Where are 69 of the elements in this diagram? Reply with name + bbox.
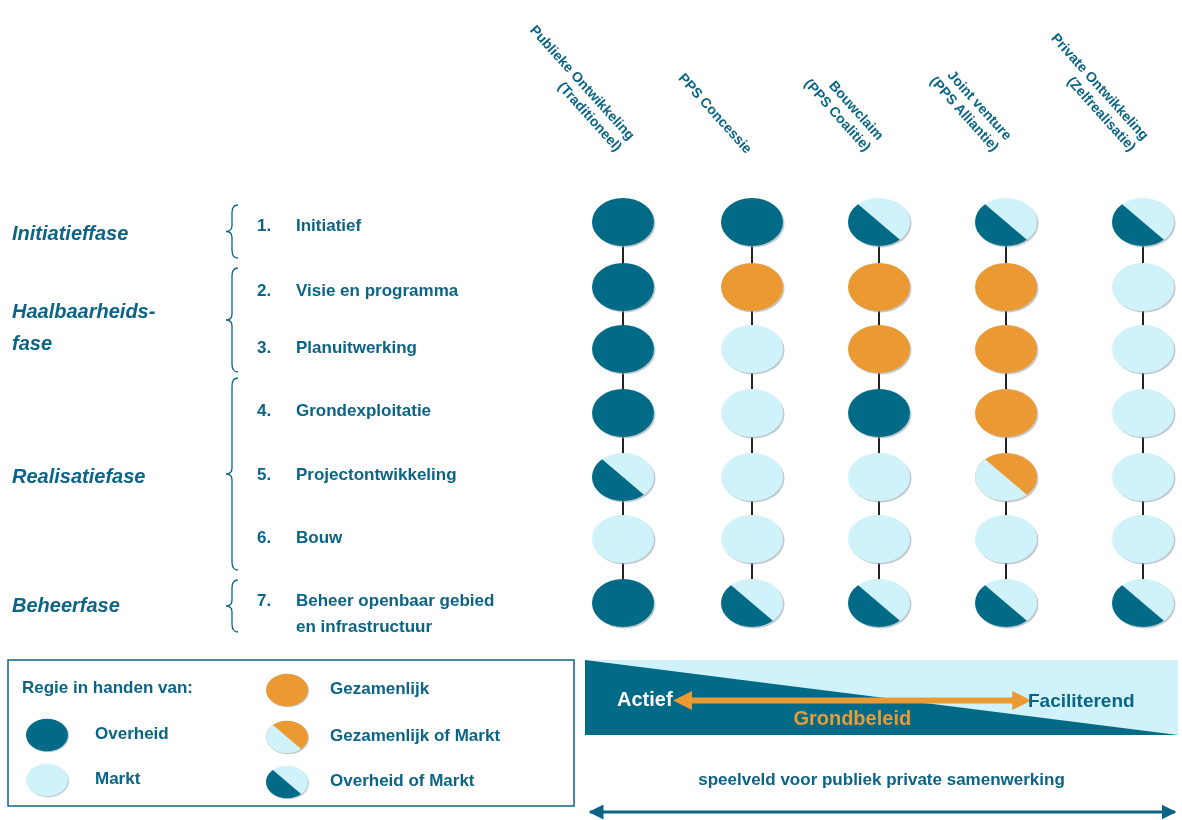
status-ellipse xyxy=(848,198,910,246)
status-ellipse xyxy=(848,389,910,437)
phase-label: Realisatiefase xyxy=(12,464,147,489)
scale-label: Actief xyxy=(617,688,673,711)
step-number: 4. xyxy=(257,400,273,422)
connector-line xyxy=(622,244,624,265)
status-ellipse xyxy=(848,579,910,627)
status-ellipse xyxy=(975,515,1037,563)
status-ellipse xyxy=(1112,263,1174,311)
status-ellipse xyxy=(721,263,783,311)
status-ellipse xyxy=(721,325,783,373)
status-ellipse xyxy=(975,198,1037,246)
status-ellipse xyxy=(975,389,1037,437)
status-ellipse xyxy=(721,198,783,246)
status-ellipse xyxy=(721,389,783,437)
step-label: Visie en programma xyxy=(296,280,460,302)
step-number: 5. xyxy=(257,464,273,486)
scale-caption: speelveld voor publiek private samenwerking xyxy=(697,770,1066,790)
step-label: Planuitwerking xyxy=(296,337,418,359)
step-label: Projectontwikkeling xyxy=(296,464,458,486)
legend-label: Overheid of Markt xyxy=(330,771,475,791)
status-ellipse xyxy=(848,453,910,501)
status-ellipse xyxy=(721,515,783,563)
legend-title: Regie in handen van: xyxy=(22,678,194,698)
status-ellipse xyxy=(848,263,910,311)
connector-line xyxy=(751,244,753,265)
step-label: Beheer openbaar gebied en infrastructuur xyxy=(296,590,496,638)
status-ellipse xyxy=(975,325,1037,373)
status-ellipse xyxy=(721,453,783,501)
scale-label: Faciliterend xyxy=(1028,690,1135,712)
step-label: Bouw xyxy=(296,527,344,549)
edge-label: Grondbeleid xyxy=(792,706,913,729)
status-ellipse xyxy=(592,453,654,501)
connector-line xyxy=(1005,244,1007,265)
status-ellipse xyxy=(1112,389,1174,437)
double-arrow xyxy=(673,690,1032,711)
step-number: 1. xyxy=(257,215,273,237)
phase-label: Beheerfase xyxy=(12,593,121,618)
legend-label: Gezamenlijk of Markt xyxy=(330,726,501,746)
connector-line xyxy=(1142,244,1144,265)
status-ellipse xyxy=(975,579,1037,627)
step-label: Grondexploitatie xyxy=(296,400,433,422)
status-ellipse xyxy=(592,263,654,311)
legend-label: Gezamenlijk xyxy=(330,679,430,699)
status-ellipse xyxy=(592,515,654,563)
phase-label: Initiatieffase xyxy=(12,221,130,246)
legend-label: Overheid xyxy=(95,724,169,744)
step-number: 3. xyxy=(257,337,273,359)
step-number: 7. xyxy=(257,590,273,612)
status-ellipse xyxy=(1112,579,1174,627)
status-ellipse xyxy=(592,325,654,373)
status-ellipse xyxy=(848,325,910,373)
status-ellipse xyxy=(1112,325,1174,373)
step-label: Initiatief xyxy=(296,215,363,237)
status-ellipse xyxy=(592,579,654,627)
status-ellipse xyxy=(592,198,654,246)
status-ellipse xyxy=(848,515,910,563)
status-ellipse xyxy=(975,263,1037,311)
step-number: 2. xyxy=(257,280,273,302)
status-ellipse xyxy=(1112,515,1174,563)
legend-label: Markt xyxy=(95,769,141,789)
status-ellipse xyxy=(1112,453,1174,501)
status-ellipse xyxy=(975,453,1037,501)
connector-line xyxy=(878,244,880,265)
status-ellipse xyxy=(721,579,783,627)
step-number: 6. xyxy=(257,527,273,549)
phase-label: Haalbaarheids-fase xyxy=(12,299,157,356)
status-ellipse xyxy=(1112,198,1174,246)
status-ellipse xyxy=(592,389,654,437)
